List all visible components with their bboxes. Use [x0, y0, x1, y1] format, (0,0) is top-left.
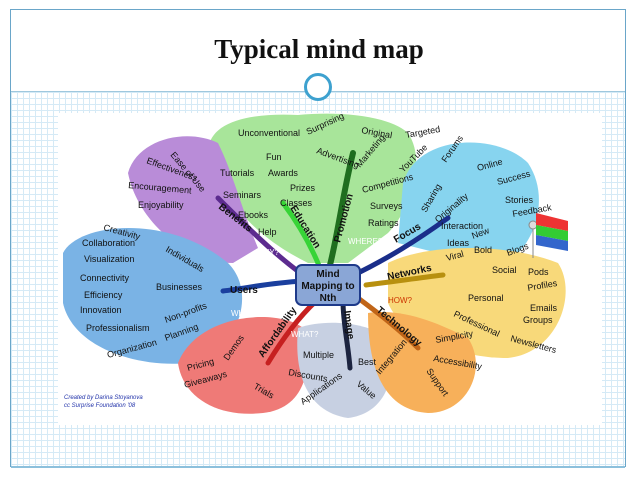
branch-lines	[215, 150, 451, 371]
branch-benefits	[215, 195, 306, 278]
label-best: Best	[358, 357, 377, 367]
question-what: WHAT?	[291, 330, 319, 339]
label-unconventional: Unconventional	[238, 128, 300, 138]
question-where: WHERE?	[348, 237, 383, 246]
center-line-2: Mapping to	[301, 281, 354, 292]
label-connectivity: Connectivity	[80, 273, 130, 283]
label-seminars: Seminars	[223, 190, 262, 200]
branch-label-users: Users	[230, 285, 258, 296]
branch-education	[280, 200, 323, 271]
branch-image	[340, 298, 353, 371]
center-node	[295, 264, 361, 306]
figure-with-flag-icon	[528, 213, 568, 258]
question-how: HOW?	[388, 296, 413, 305]
center-line-3: Nth	[320, 293, 337, 304]
center-line-1: Mind	[316, 269, 339, 280]
label-tutorials: Tutorials	[220, 168, 255, 178]
benefits-cloud	[128, 136, 258, 263]
label-groups: Groups	[523, 315, 553, 325]
label-prizes: Prizes	[290, 183, 316, 193]
branch-networks	[363, 272, 446, 288]
divider-circle-icon	[304, 73, 332, 101]
label-personal: Personal	[468, 293, 504, 303]
branch-focus	[355, 215, 451, 276]
label-visualization: Visualization	[84, 254, 134, 264]
label-businesses: Businesses	[156, 282, 203, 292]
label-help: Help	[258, 227, 277, 237]
promotion-cloud	[208, 113, 417, 263]
credit-line-2: cc Surprise Foundation '08	[64, 403, 136, 409]
affordability-cloud	[178, 317, 308, 414]
label-multiple: Multiple	[303, 350, 334, 360]
label-efficiency: Efficiency	[84, 290, 123, 300]
label-ebooks: Ebooks	[238, 210, 269, 220]
mind-map-svg: Mind Mapping to Nth WHY? WHO? WHERE? WHA…	[63, 113, 568, 418]
technology-cloud	[368, 312, 476, 413]
slide-title: Typical mind map	[214, 34, 424, 64]
credit-line-1: Created by Darina Stoyanova	[64, 395, 143, 401]
label-viral: Viral	[445, 249, 465, 263]
label-surveys: Surveys	[370, 201, 403, 211]
label-stories: Stories	[505, 195, 534, 205]
bottom-border	[11, 466, 625, 468]
image-cloud	[297, 322, 392, 418]
label-interaction: Interaction	[441, 221, 483, 231]
question-who: WHO?	[231, 309, 256, 318]
label-classes: Classes	[280, 198, 313, 208]
label-fun: Fun	[266, 152, 282, 162]
label-emails: Emails	[530, 303, 558, 313]
branch-technology	[355, 295, 421, 351]
label-bold: Bold	[474, 245, 492, 255]
branch-label-image: Image	[341, 310, 356, 341]
label-ideas: Ideas	[447, 238, 470, 248]
label-pods: Pods	[528, 267, 549, 277]
label-collaboration: Collaboration	[82, 238, 135, 248]
question-why: WHY?	[256, 248, 280, 257]
branch-users	[220, 278, 306, 294]
label-enjoyability: Enjoyability	[138, 200, 184, 210]
label-ratings: Ratings	[368, 218, 399, 228]
mind-map-image: Mind Mapping to Nth WHY? WHO? WHERE? WHA…	[58, 113, 602, 425]
users-cloud	[63, 228, 243, 364]
label-targeted: Targeted	[405, 124, 441, 140]
label-professionalism: Professionalism	[86, 323, 150, 333]
label-social: Social	[492, 265, 517, 275]
label-innovation: Innovation	[80, 305, 122, 315]
label-awards: Awards	[268, 168, 298, 178]
branch-promotion	[327, 150, 356, 268]
